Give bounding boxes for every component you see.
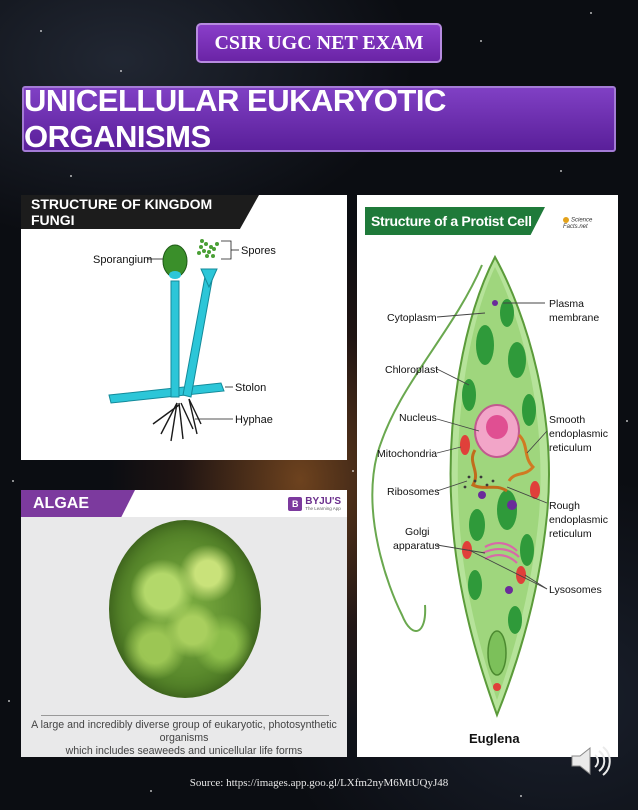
vacuoles xyxy=(478,300,517,594)
reservoir-shape xyxy=(487,630,507,676)
open-sporangium-shape xyxy=(200,268,218,289)
speaker-icon[interactable] xyxy=(568,744,614,778)
byjus-mark-icon: B xyxy=(288,497,303,511)
smooth-er-label-2: endoplasmic xyxy=(549,428,608,440)
chloroplast-label: Chloroplast xyxy=(385,364,438,376)
hyphae-shape xyxy=(152,398,202,442)
source-citation: Source: https://images.app.goo.gl/LXfm2n… xyxy=(189,777,449,789)
protist-diagram: Cytoplasm Chloroplast Nucleus Mitochondr… xyxy=(371,254,608,746)
chloroplast-leader xyxy=(436,368,470,386)
byjus-logo: B BYJU'S The Learning App xyxy=(288,495,341,513)
sporangium-label: Sporangium xyxy=(93,254,152,266)
golgi-label-1: Golgi xyxy=(405,526,430,538)
rough-er-shape xyxy=(470,449,508,493)
plasma-membrane-label-1: Plasma xyxy=(549,298,584,310)
euglena-label: Euglena xyxy=(469,731,520,746)
ribosomes xyxy=(463,475,495,489)
rough-er-leader xyxy=(506,486,548,504)
smooth-er-shape xyxy=(507,433,536,482)
algae-caption-line1: A large and incredibly diverse group of … xyxy=(31,719,337,744)
lysosomes-leader-2 xyxy=(468,549,548,590)
rough-er-label-3: reticulum xyxy=(549,528,592,540)
hyphae-label: Hyphae xyxy=(235,414,273,426)
stolon-label: Stolon xyxy=(235,382,266,394)
byjus-name: BYJU'S xyxy=(305,495,341,507)
second-stalk-shape xyxy=(182,270,214,398)
exam-badge: CSIR UGC NET EXAM xyxy=(196,23,442,63)
ribosomes-label: Ribosomes xyxy=(387,486,440,498)
algae-title: ALGAE xyxy=(21,490,135,517)
fungi-diagram: Sporangium Spores Stolon Hyphae xyxy=(93,239,276,442)
stolon-shape xyxy=(108,382,225,404)
eyespot-shape xyxy=(493,683,501,691)
smooth-er-label-1: Smooth xyxy=(549,414,585,426)
nucleus-label: Nucleus xyxy=(399,412,437,424)
sciencefacts-logo: Science Facts.net xyxy=(563,217,593,230)
nucleolus-shape xyxy=(486,415,508,439)
sporangiophore-shape xyxy=(170,280,180,398)
cytoplasm-label: Cytoplasm xyxy=(387,312,437,324)
algae-caption: A large and incredibly diverse group of … xyxy=(27,719,341,757)
smooth-er-leader xyxy=(526,430,548,454)
spores-bracket xyxy=(221,240,232,260)
fungi-panel: STRUCTURE OF KINGDOM FUNGI xyxy=(21,195,347,460)
nucleus-leader xyxy=(436,418,480,432)
algae-caption-line2: which includes seaweeds and unicellular … xyxy=(65,745,303,757)
algae-photo xyxy=(109,520,261,698)
main-title: UNICELLULAR EUKARYOTIC ORGANISMS xyxy=(22,83,616,154)
sciencefacts-logo-icon xyxy=(563,217,569,223)
byjus-tagline: The Learning App xyxy=(305,505,341,511)
algae-divider xyxy=(41,715,329,716)
mitochondria-label: Mitochondria xyxy=(377,448,437,460)
plasma-membrane-label-2: membrane xyxy=(549,312,599,324)
spores-cluster xyxy=(197,239,219,258)
rough-er-label-1: Rough xyxy=(549,500,580,512)
golgi-shape xyxy=(482,541,520,564)
fungi-title: STRUCTURE OF KINGDOM FUNGI xyxy=(21,195,259,229)
golgi-leader xyxy=(436,544,486,554)
chloroplasts xyxy=(462,299,536,634)
algae-panel: ALGAE B BYJU'S The Learning App A large … xyxy=(21,490,347,757)
columella-shape xyxy=(169,271,181,279)
smooth-er-label-3: reticulum xyxy=(549,442,592,454)
golgi-label-2: apparatus xyxy=(393,540,440,552)
mitochondria-leader xyxy=(436,446,462,454)
protist-title: Structure of a Protist Cell xyxy=(365,207,545,235)
protist-panel: Structure of a Protist Cell Science Fact… xyxy=(357,195,618,757)
cytoplasm-leader xyxy=(436,312,486,318)
flagellum-shape xyxy=(371,264,483,632)
rough-er-label-2: endoplasmic xyxy=(549,514,608,526)
ribosomes-leader xyxy=(436,480,468,492)
spores-label: Spores xyxy=(241,245,276,257)
lysosomes-label: Lysosomes xyxy=(549,584,602,596)
